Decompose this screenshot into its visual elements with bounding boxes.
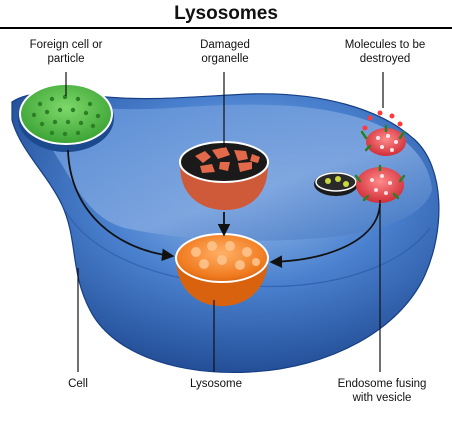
label-cell: Cell — [68, 378, 88, 390]
leader-lines — [65, 72, 384, 372]
title-underline — [0, 27, 452, 29]
label-damaged-line-1: Damaged — [200, 39, 250, 51]
foreign-particle — [18, 83, 114, 152]
molecule-vesicle — [360, 110, 406, 156]
label-molecules: Molecules to be destroyed — [330, 38, 440, 66]
label-damaged-organelle: Damaged organelle — [178, 38, 272, 66]
label-endosome-line-2: with vesicle — [352, 392, 412, 404]
label-foreign-line-1: Foreign cell or — [29, 39, 103, 51]
arrow-foreign-to-lysosome — [67, 149, 175, 262]
label-molecules-line-1: Molecules to be — [344, 39, 426, 51]
arrow-endosome-to-lysosome — [269, 203, 381, 268]
diagram-title: Lysosomes — [174, 3, 278, 24]
lysosome — [175, 233, 269, 306]
label-foreign-particle: Foreign cell or particle — [10, 38, 122, 66]
label-foreign-line-2: particle — [47, 53, 85, 65]
label-damaged-line-2: organelle — [201, 53, 249, 65]
label-endosome-line-1: Endosome fusing — [337, 378, 427, 390]
label-endosome: Endosome fusing with vesicle — [326, 377, 438, 405]
label-molecules-line-2: destroyed — [359, 53, 411, 65]
process-arrows — [67, 149, 381, 268]
title-bar: Lysosomes — [0, 0, 452, 30]
endosome-vesicle — [314, 164, 406, 203]
label-lysosome: Lysosome — [190, 378, 242, 390]
damaged-organelle — [179, 141, 269, 210]
